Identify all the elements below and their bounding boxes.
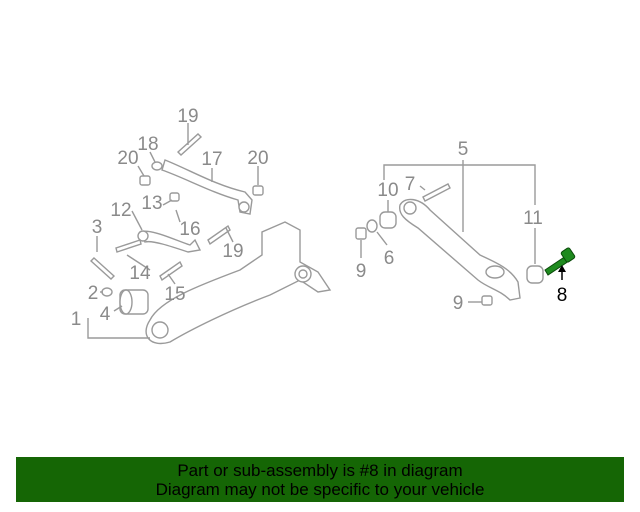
washer-part-2 — [101, 287, 113, 297]
nut-part-18 — [151, 161, 163, 171]
upper-arm-part-17 — [161, 159, 253, 215]
leader-lines — [100, 123, 536, 312]
nut-part-9a — [355, 227, 367, 240]
label-6[interactable]: 6 — [384, 248, 395, 269]
link-arm-part-12 — [137, 230, 202, 253]
label-8-highlighted[interactable]: 8 — [557, 285, 568, 306]
nut-part-9b — [481, 295, 493, 306]
banner-line-1: Part or sub-assembly is #8 in diagram — [177, 461, 463, 480]
label-15[interactable]: 15 — [164, 284, 185, 305]
lower-arm-part-5 — [398, 198, 521, 301]
bushing-part-11 — [526, 265, 544, 284]
label-10[interactable]: 10 — [377, 180, 398, 201]
bolt-part-15 — [159, 260, 183, 282]
bolt-part-3 — [89, 236, 116, 280]
label-19[interactable]: 19 — [222, 241, 243, 262]
label-20[interactable]: 20 — [247, 148, 268, 169]
info-banner: Part or sub-assembly is #8 in diagram Di… — [16, 457, 624, 502]
label-11[interactable]: 11 — [523, 208, 543, 229]
label-19[interactable]: 19 — [177, 106, 198, 127]
bolt-part-8-highlighted — [544, 247, 576, 276]
bracket-line-5 — [383, 160, 536, 232]
label-17[interactable]: 17 — [201, 149, 222, 170]
nut-part-20b — [252, 185, 264, 196]
bolt-part-16 — [207, 224, 231, 246]
washer-part-6 — [366, 219, 378, 233]
label-20[interactable]: 20 — [117, 148, 138, 169]
label-9[interactable]: 9 — [453, 293, 464, 314]
label-13[interactable]: 13 — [141, 193, 162, 214]
bushing-part-4 — [119, 289, 149, 315]
nut-part-13 — [169, 192, 180, 202]
bolt-part-14 — [115, 239, 142, 253]
label-2[interactable]: 2 — [88, 283, 99, 304]
label-18[interactable]: 18 — [137, 134, 158, 155]
trailing-arm-part-1 — [87, 221, 332, 345]
label-12[interactable]: 12 — [110, 200, 131, 221]
banner-line-2: Diagram may not be specific to your vehi… — [155, 480, 485, 499]
label-14[interactable]: 14 — [129, 263, 151, 284]
nut-part-20a — [139, 175, 151, 186]
label-5[interactable]: 5 — [458, 139, 469, 160]
label-7[interactable]: 7 — [405, 174, 416, 195]
label-1[interactable]: 1 — [71, 309, 82, 330]
bushing-part-10 — [379, 211, 397, 229]
arrow-head-part-8 — [558, 265, 566, 272]
label-4[interactable]: 4 — [100, 304, 111, 325]
label-16[interactable]: 16 — [179, 219, 200, 240]
label-3[interactable]: 3 — [92, 217, 103, 238]
bolt-part-19 — [176, 133, 203, 156]
label-9[interactable]: 9 — [356, 261, 367, 282]
bolt-part-7 — [422, 183, 451, 202]
